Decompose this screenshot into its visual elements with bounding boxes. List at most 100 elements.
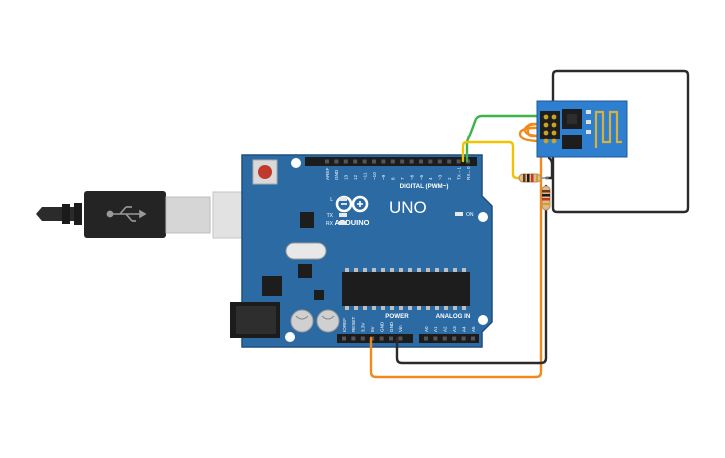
header-hole[interactable] — [372, 159, 376, 164]
pin-label: ~10 — [372, 172, 377, 180]
power-header[interactable] — [337, 334, 413, 343]
header-hole[interactable] — [343, 159, 348, 164]
pin-label: TX→1 — [456, 167, 461, 180]
small-ic-2 — [314, 290, 324, 300]
pin-label: ~6 — [409, 174, 414, 180]
header-hole[interactable] — [452, 336, 457, 341]
header-hole[interactable] — [428, 159, 433, 164]
usb-controller-chip — [300, 212, 314, 228]
chip-pin — [435, 268, 439, 272]
header-hole[interactable] — [381, 159, 386, 164]
wire-black-ground[interactable] — [395, 184, 548, 365]
analog-header-holes — [424, 336, 475, 341]
pin-label: ~5 — [419, 174, 424, 180]
chip-pin — [417, 306, 421, 310]
pin-label: AREF — [325, 168, 330, 180]
chip-pin — [363, 268, 367, 272]
pin-label: 3.3V — [361, 322, 366, 332]
board-model-label: UNO — [389, 198, 427, 217]
pin-label: 13 — [344, 174, 349, 180]
pin-label: A5 — [471, 326, 476, 332]
header-hole[interactable] — [379, 336, 384, 341]
header-hole[interactable] — [398, 336, 403, 341]
header-hole[interactable] — [325, 159, 329, 164]
led-on — [455, 212, 463, 216]
capacitor-mark — [321, 315, 335, 320]
usb-strain-relief — [36, 207, 78, 221]
header-hole[interactable] — [424, 336, 428, 341]
header-hole[interactable] — [390, 159, 395, 164]
chip-pin — [426, 268, 430, 272]
pin-label: RESET — [351, 316, 356, 332]
header-hole[interactable] — [437, 159, 442, 164]
analog-header[interactable] — [419, 334, 479, 343]
chip-pin — [372, 306, 376, 310]
atmega-chip-pins — [345, 268, 466, 310]
header-hole[interactable] — [353, 159, 358, 164]
header-hole[interactable] — [447, 159, 452, 164]
chip-pin — [426, 306, 430, 310]
chip-pin — [462, 306, 466, 310]
header-hole[interactable] — [389, 336, 393, 341]
esp-chip-core — [567, 114, 577, 124]
pin-label: 2 — [447, 177, 452, 180]
resistor-horizontal[interactable] — [518, 173, 542, 183]
wire-resistor-lead — [544, 156, 554, 180]
usb-ridge-1 — [62, 204, 70, 224]
resistor-band — [542, 203, 550, 205]
capacitor-mark — [295, 315, 309, 320]
chip-pin — [399, 306, 403, 310]
header-hole[interactable] — [442, 336, 447, 341]
pin-label: ~3 — [438, 174, 443, 180]
pin-label: IOREF — [342, 318, 347, 332]
header-hole[interactable] — [461, 336, 466, 341]
header-hole[interactable] — [360, 336, 365, 341]
chip-pin — [354, 268, 358, 272]
header-hole[interactable] — [351, 336, 356, 341]
led-tx — [339, 213, 347, 217]
header-hole[interactable] — [400, 159, 405, 164]
small-ic — [298, 264, 312, 278]
pin-label: ~11 — [362, 172, 367, 180]
mounting-hole — [478, 212, 488, 222]
chip-pin — [363, 306, 367, 310]
analog-header-label: ANALOG IN — [436, 313, 471, 320]
header-hole[interactable] — [409, 159, 414, 164]
chip-pin — [444, 306, 448, 310]
antenna-trace-icon — [594, 110, 622, 148]
esp8266-module[interactable] — [536, 100, 628, 158]
header-hole[interactable] — [456, 159, 461, 164]
chip-pin — [390, 306, 394, 310]
resistor-band — [542, 190, 550, 193]
header-hole[interactable] — [342, 336, 346, 341]
led-rx — [339, 221, 347, 225]
capacitor — [290, 309, 314, 333]
wire-yellow[interactable] — [461, 140, 523, 180]
mounting-hole — [291, 158, 301, 168]
pin-label: A2 — [443, 326, 448, 332]
voltage-regulator — [262, 276, 282, 296]
power-header-label: POWER — [385, 313, 409, 320]
chip-pin — [408, 306, 412, 310]
header-hole[interactable] — [433, 336, 438, 341]
resistor-vertical[interactable] — [541, 185, 551, 211]
pin-label: A4 — [461, 326, 466, 332]
pin-label: 12 — [353, 174, 358, 180]
header-hole[interactable] — [362, 159, 367, 164]
chip-pin — [408, 268, 412, 272]
resistor-band — [527, 174, 530, 182]
header-hole[interactable] — [419, 159, 423, 164]
pin-label: GND — [389, 321, 394, 332]
module-header-pins — [540, 111, 560, 144]
header-hole[interactable] — [334, 159, 339, 164]
led-on-label: ON — [466, 212, 474, 218]
wire-black-loop[interactable] — [551, 69, 690, 214]
reset-button-cap[interactable] — [258, 165, 272, 179]
usb-ridge-2 — [74, 203, 82, 225]
header-hole[interactable] — [471, 336, 475, 341]
